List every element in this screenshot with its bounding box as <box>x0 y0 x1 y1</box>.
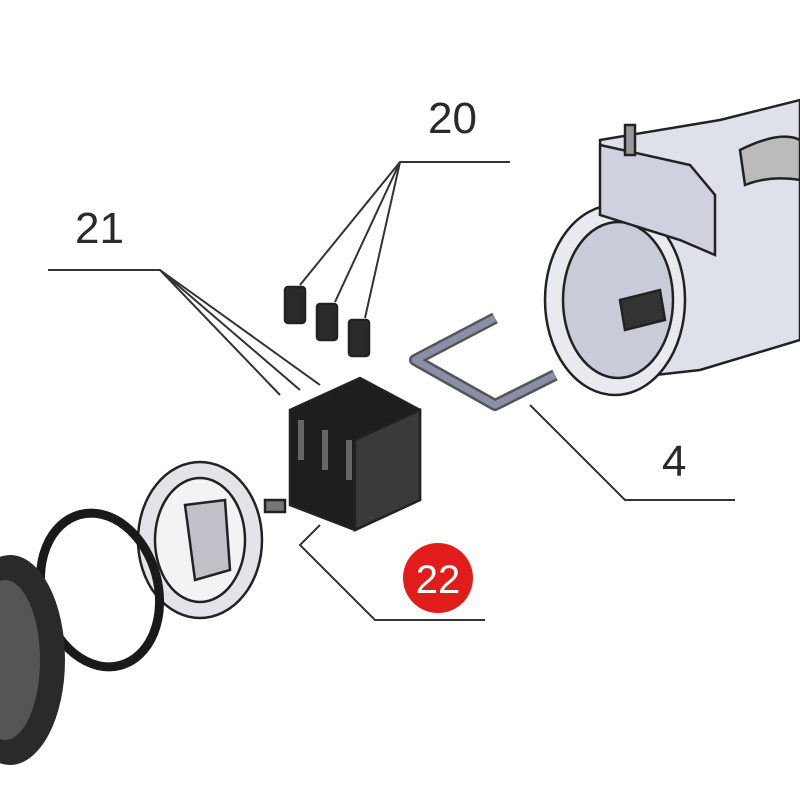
highlight-badge-22 <box>403 543 473 613</box>
label-21: 21 <box>75 204 124 253</box>
rotor-edge <box>0 555 65 765</box>
leader-21 <box>48 269 321 396</box>
leader-22 <box>298 524 485 621</box>
u-bracket <box>409 312 558 411</box>
brush-holder <box>288 376 422 532</box>
leader-4 <box>529 404 735 501</box>
label-22: 22 <box>416 558 461 602</box>
leader-20 <box>299 161 510 319</box>
label-4: 4 <box>662 437 686 486</box>
motor-housing <box>543 98 800 397</box>
label-20: 20 <box>428 94 477 143</box>
carbon-brushes <box>283 285 371 358</box>
bearing-cap <box>136 460 287 620</box>
